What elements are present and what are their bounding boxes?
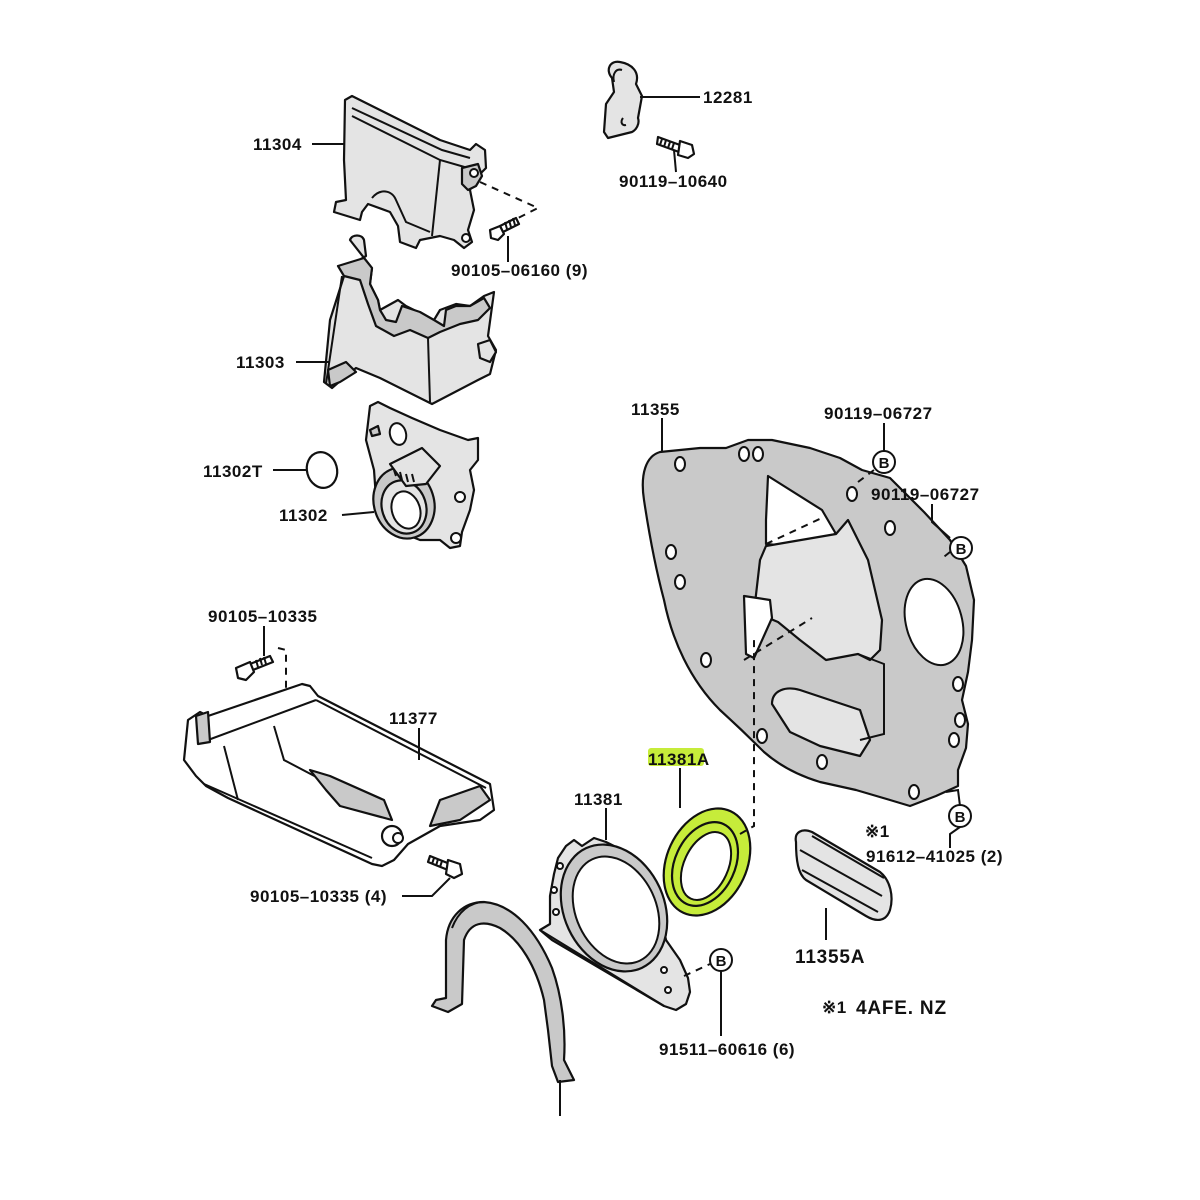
label-12281[interactable]: 12281 <box>703 88 753 107</box>
part-12281-bracket[interactable] <box>602 60 644 140</box>
callout-b-4[interactable]: B <box>948 804 972 828</box>
leader-90119-06727-b <box>931 504 951 539</box>
label-11304[interactable]: 11304 <box>253 135 302 154</box>
leader-90105-10335-4 <box>402 877 451 897</box>
label-11381A[interactable]: 11381A <box>648 750 710 769</box>
note-marker-1: ※1 <box>865 822 890 841</box>
label-90119-10640[interactable]: 90119–10640 <box>619 172 728 191</box>
callout-b-1[interactable]: B <box>872 450 896 474</box>
bolt-90105-10335-4[interactable] <box>426 854 464 880</box>
part-11304-timing-cover-upper[interactable] <box>332 94 488 250</box>
dash-b-1 <box>857 469 875 483</box>
part-11355A-cover[interactable] <box>794 829 893 922</box>
label-91612-41025[interactable]: 91612–41025 (2) <box>866 847 1003 866</box>
label-90119-06727-b[interactable]: 90119–06727 <box>871 485 980 504</box>
dash-seal-to-plate <box>739 640 755 835</box>
callout-b-4-letter: B <box>955 809 966 826</box>
part-oil-seal-retainer-gasket[interactable] <box>430 900 576 1084</box>
label-90105-06160[interactable]: 90105–06160 (9) <box>451 261 588 280</box>
label-11302[interactable]: 11302 <box>279 506 328 525</box>
leader-90119-10640 <box>673 149 677 173</box>
label-11355[interactable]: 11355 <box>631 400 680 419</box>
label-11381[interactable]: 11381 <box>574 790 623 809</box>
leader-11302 <box>341 511 375 516</box>
dash-11304-bolt <box>479 181 541 223</box>
callout-b-1-letter: B <box>879 455 890 472</box>
part-11303-timing-cover-middle[interactable] <box>322 234 498 406</box>
label-90105-10335[interactable]: 90105–10335 <box>208 607 318 626</box>
note-text: 4AFE. NZ <box>856 998 947 1019</box>
bolt-90105-06160[interactable] <box>488 216 521 242</box>
callout-b-3-letter: B <box>716 953 727 970</box>
part-11377-stiffener[interactable] <box>182 682 496 868</box>
label-90105-10335-4[interactable]: 90105–10335 (4) <box>250 887 387 906</box>
dash-90105-10335 <box>277 647 287 690</box>
callout-b-2-letter: B <box>956 541 967 558</box>
label-11381A-highlight <box>648 748 704 766</box>
dash-b-2 <box>939 551 951 561</box>
part-11381A-oil-seal-highlighted[interactable] <box>647 794 767 929</box>
label-91511-60616[interactable]: 91511–60616 (6) <box>659 1040 795 1059</box>
part-11302-timing-cover-lower[interactable] <box>364 400 480 550</box>
part-11381-retainer[interactable] <box>538 827 692 1012</box>
leader-91612-41025 <box>949 826 961 848</box>
dash-b-3 <box>683 963 711 977</box>
label-11377[interactable]: 11377 <box>389 709 438 728</box>
part-11302T-plug[interactable] <box>303 449 341 492</box>
leader-plate-to-b4 <box>945 788 961 807</box>
label-11302T[interactable]: 11302T <box>203 462 263 481</box>
note-marker-2: ※1 <box>822 998 847 1017</box>
label-11355A[interactable]: 11355A <box>795 947 865 968</box>
part-11355-end-plate[interactable] <box>641 438 976 808</box>
label-90119-06727-a[interactable]: 90119–06727 <box>824 404 933 423</box>
label-11303[interactable]: 11303 <box>236 353 285 372</box>
callout-b-2[interactable]: B <box>949 536 973 560</box>
callout-b-3[interactable]: B <box>709 948 733 972</box>
bolt-90105-10335[interactable] <box>234 654 275 682</box>
bolt-90119-10640[interactable] <box>655 135 696 160</box>
